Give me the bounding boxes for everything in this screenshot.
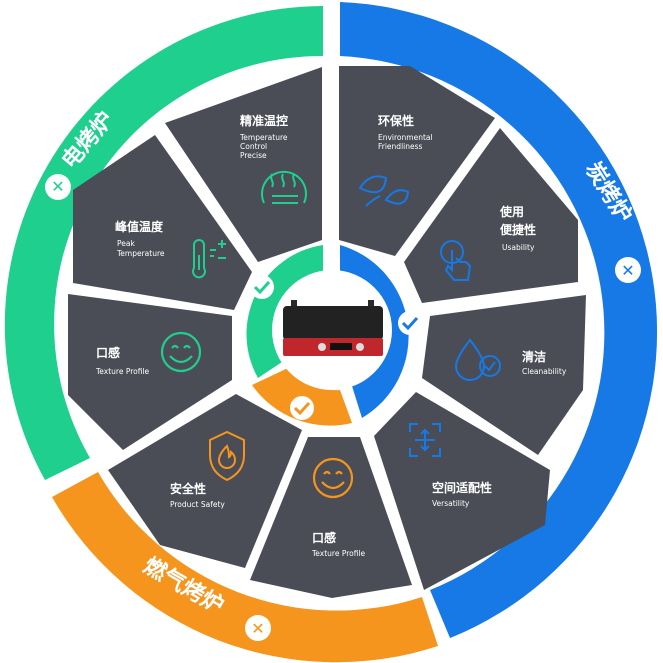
- versatility-title: 空间适配性: [432, 480, 492, 495]
- safety-title: 安全性: [170, 481, 206, 496]
- texture-orange-en: Texture Profile: [311, 549, 366, 558]
- texture-green-title: 口感: [96, 345, 120, 360]
- versatility-en: Versatility: [432, 499, 470, 508]
- charcoal-grill-ring: [340, 2, 658, 638]
- texture-green-en: Texture Profile: [95, 367, 150, 376]
- segment-clean: [422, 295, 586, 455]
- temp-control-en-1: Temperature: [239, 133, 288, 142]
- thermostat-icon: [261, 170, 307, 204]
- usability-title-2: 便捷性: [500, 222, 536, 237]
- inner-ring-blue: [340, 245, 409, 418]
- check-icon: [401, 316, 419, 331]
- peak-temp-title: 峰值温度: [115, 219, 164, 234]
- fire-shield-icon: [209, 430, 245, 482]
- segment-temp-control: [165, 67, 322, 262]
- temp-control-en-2: Control: [240, 142, 267, 151]
- usability-title-1: 使用: [499, 204, 524, 219]
- peak-temp-en-2: Temperature: [116, 249, 165, 258]
- segment-versatility: [374, 392, 550, 590]
- segment-safety: [108, 394, 302, 568]
- segment-peak-temp: [73, 135, 252, 310]
- safety-en: Product Safety: [170, 500, 225, 509]
- check-green: [250, 275, 274, 299]
- segment-texture-orange: [250, 437, 412, 598]
- smiley-icon: [160, 331, 202, 373]
- check-icon: [253, 280, 271, 295]
- close-icon: ✕: [251, 619, 264, 638]
- texture-orange-title: 口感: [312, 530, 336, 545]
- segment-texture-green: [68, 294, 232, 450]
- gas-grill-ring: [52, 472, 438, 663]
- eco-en-2: Friendliness: [378, 142, 423, 151]
- close-icon: ✕: [51, 177, 64, 196]
- clean-title: 清洁: [522, 349, 546, 364]
- touch-icon: [440, 240, 472, 281]
- eco-en-1: Environmental: [378, 133, 433, 142]
- grill-product-icon: [283, 300, 383, 356]
- segment-eco: [339, 66, 495, 256]
- check-icon: [293, 401, 311, 416]
- center-product: [272, 270, 392, 390]
- clean-en: Cleanability: [522, 367, 567, 376]
- segment-usability: [404, 128, 578, 303]
- clean-icon: [454, 338, 501, 381]
- electric-grill-ring: [4, 6, 323, 480]
- temp-control-en-3: Precise: [240, 151, 267, 160]
- expand-icon: [409, 423, 441, 457]
- check-blue: [398, 311, 422, 335]
- close-icon: ✕: [621, 261, 634, 280]
- eco-title: 环保性: [378, 113, 414, 128]
- temp-control-title: 精准温控: [240, 113, 288, 128]
- leaf-icon: [358, 175, 410, 207]
- thermometer-icon: [192, 239, 226, 279]
- check-orange: [290, 396, 314, 420]
- usability-en: Usability: [502, 243, 535, 252]
- smiley-icon: [312, 457, 354, 499]
- peak-temp-en-1: Peak: [117, 239, 135, 248]
